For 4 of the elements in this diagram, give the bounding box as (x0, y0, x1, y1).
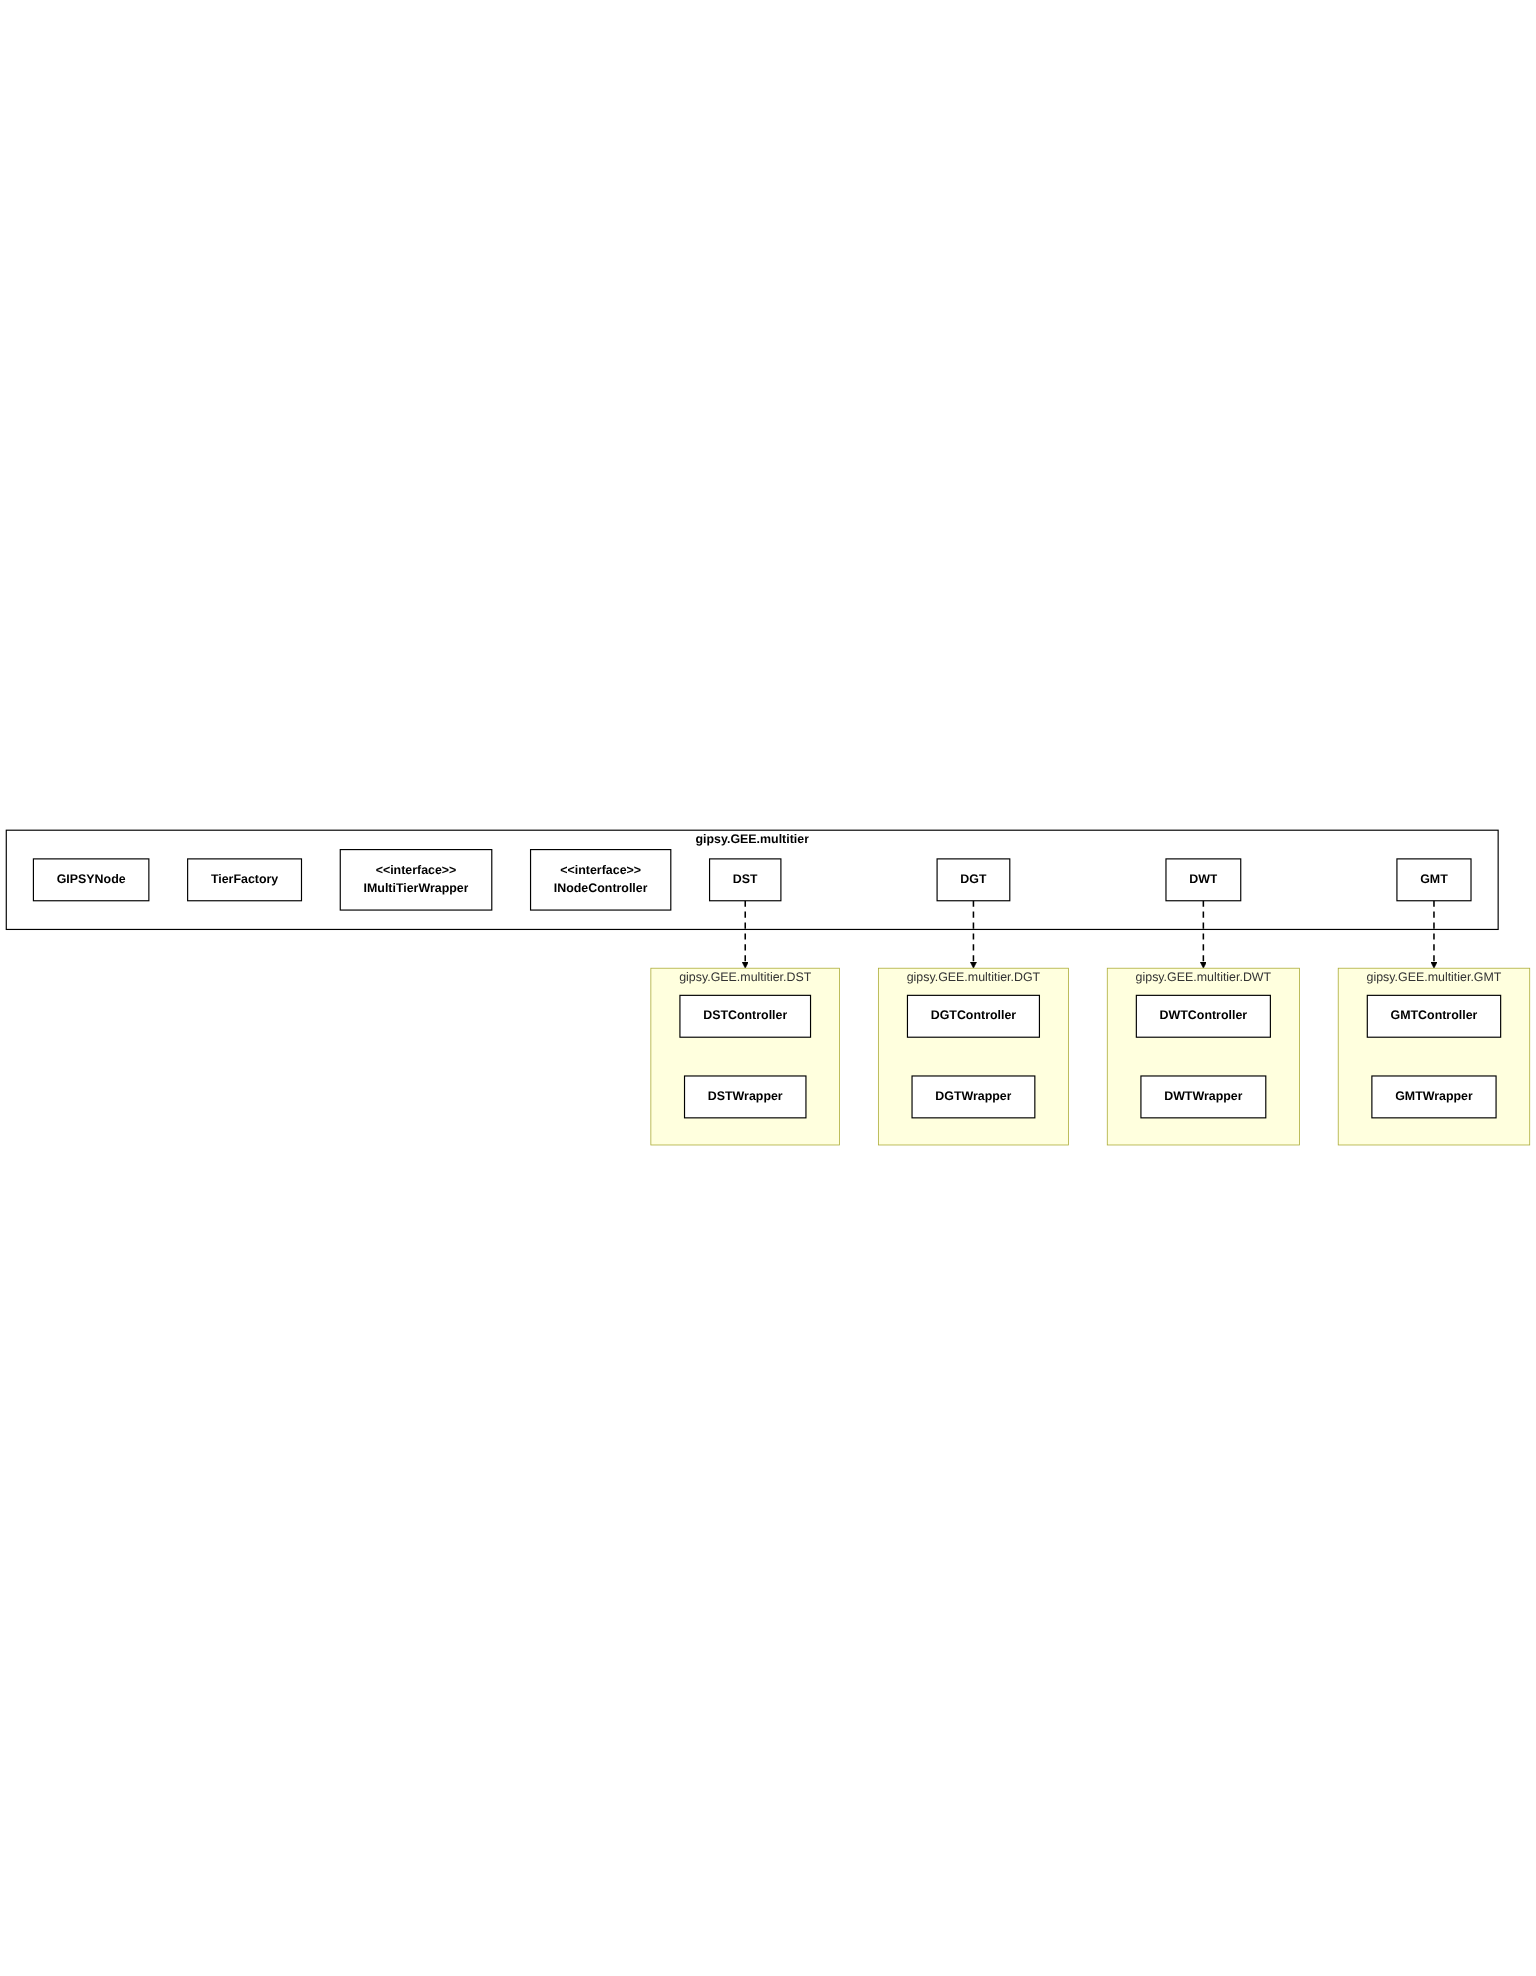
arrow (970, 900, 977, 969)
arrow (1199, 900, 1207, 969)
arrow (1430, 900, 1438, 969)
arrow (741, 900, 749, 969)
